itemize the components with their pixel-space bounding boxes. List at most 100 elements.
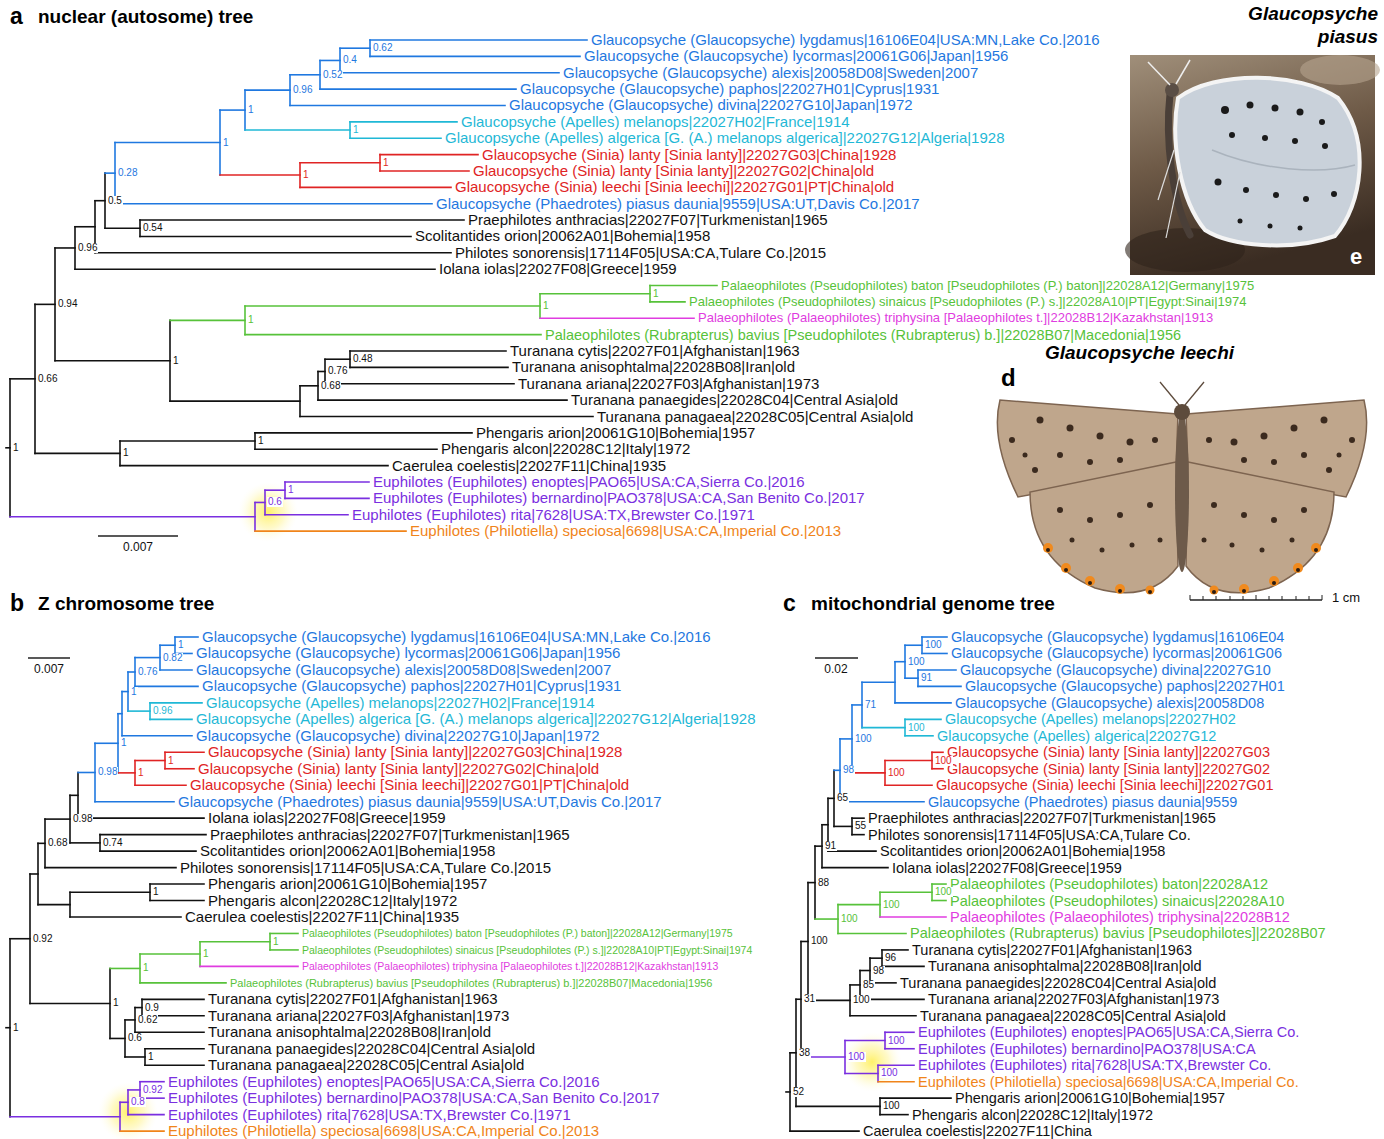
- tree-branch: [860, 970, 870, 972]
- support-value: 98: [842, 765, 855, 775]
- support-value: 1: [172, 356, 180, 366]
- tree-branch: [807, 883, 809, 1001]
- taxon-label: Glaucopsyche (Glaucopsyche) paphos|22027…: [520, 80, 939, 97]
- tree-branch: [852, 817, 864, 819]
- butterfly-photo: [1238, 219, 1243, 224]
- taxon-label: Turanana panaegides|22028C04|Central Asi…: [900, 975, 1216, 992]
- support-value: 0.76: [327, 366, 348, 376]
- butterfly-specimen: [1009, 437, 1015, 443]
- support-value: 100: [887, 768, 906, 778]
- tree-branch: [120, 440, 255, 442]
- tree-branch: [349, 122, 351, 138]
- taxon-label: Palaeophilotes (Rubrapterus) bavius [Pse…: [230, 977, 713, 990]
- tree-branch: [815, 845, 822, 847]
- tree-branch: [299, 386, 301, 417]
- support-value: 100: [840, 914, 859, 924]
- tree-branch: [165, 768, 194, 770]
- taxon-label: Glaucopsyche (Sinia) leechi [Sinia leech…: [190, 777, 629, 794]
- tree-branch: [285, 481, 369, 483]
- scale-value: 0.007: [34, 663, 64, 677]
- taxon-label: Palaeophilotes (Rubrapterus) bavius [Pse…: [545, 326, 1181, 343]
- tree-branch: [264, 490, 266, 515]
- tree-branch: [370, 39, 587, 41]
- panel-letter: d: [1001, 364, 1016, 392]
- taxon-label: Glaucopsyche (Glaucopsyche) divina|22027…: [960, 662, 1271, 679]
- tree-branch: [118, 772, 135, 774]
- tree-branch: [149, 703, 151, 719]
- tree-branch: [878, 1064, 914, 1066]
- butterfly-specimen: [1118, 589, 1122, 593]
- tree-branch: [127, 1090, 129, 1115]
- tree-branch: [380, 154, 478, 156]
- tree-branch: [880, 1114, 908, 1116]
- support-value: 1: [177, 640, 185, 650]
- support-value: 0.48: [352, 354, 373, 364]
- scale-value: 1 cm: [1332, 591, 1360, 606]
- tree-branch: [134, 761, 136, 786]
- support-value: 0.8: [130, 1097, 146, 1107]
- tree-branch: [285, 498, 369, 500]
- butterfly-specimen: [1067, 425, 1074, 432]
- panel-title: mitochondrial genome tree: [811, 593, 1055, 615]
- tree-branch: [255, 432, 472, 434]
- tree-branch: [369, 40, 371, 56]
- tree-branch: [9, 379, 11, 517]
- support-value: 31: [803, 994, 816, 1004]
- tree-branch: [370, 56, 580, 58]
- butterfly-specimen: [1087, 517, 1093, 523]
- support-value: 100: [880, 1068, 899, 1078]
- tree-branch: [340, 72, 559, 74]
- taxon-label: Euphilotes (Euphilotes) bernardino|PAO37…: [168, 1090, 660, 1107]
- butterfly-specimen: [1174, 404, 1190, 420]
- taxon-label: Turanana panaegides|22028C04|Central Asi…: [571, 392, 898, 409]
- butterfly-specimen: [1185, 382, 1204, 405]
- tree-branch: [840, 801, 924, 803]
- taxon-label: Turanana ariana|22027F03|Afghanistan|197…: [208, 1007, 509, 1024]
- support-value: 85: [862, 980, 875, 990]
- tree-branch: [918, 686, 961, 688]
- tree-branch: [862, 681, 895, 683]
- tree-branch: [10, 938, 30, 940]
- butterfly-photo: [1221, 106, 1229, 114]
- tree-branch: [862, 727, 905, 729]
- tree-branch: [300, 416, 593, 418]
- tree-branch: [139, 1082, 141, 1098]
- taxon-label: Turanana panagaea|22028C05|Central Asia|…: [597, 408, 913, 425]
- tree-branch: [34, 304, 36, 453]
- butterfly-specimen: [1057, 452, 1063, 458]
- support-value: 0.92: [32, 934, 53, 944]
- butterfly-specimen: [1100, 548, 1105, 553]
- tree-branch: [822, 867, 888, 869]
- tree-branch: [878, 1081, 914, 1083]
- taxon-label: Praephilotes anthracias|22027F07|Turkmen…: [868, 810, 1216, 827]
- tree-branch: [379, 155, 381, 171]
- tree-branch: [880, 916, 946, 918]
- tree-branch: [35, 304, 55, 306]
- tree-branch: [245, 305, 540, 307]
- tree-branch: [870, 957, 882, 959]
- taxon-label: Palaeophilotes (Palaeophilotes) triphysi…: [698, 311, 1213, 326]
- support-value: 0.66: [37, 374, 58, 384]
- tree-branch: [833, 770, 835, 826]
- tree-branch: [932, 751, 943, 753]
- tree-branch: [140, 219, 464, 221]
- butterfly-specimen: [997, 382, 1366, 595]
- taxon-label: Palaeophilotes (Pseudophilotes) baton [P…: [302, 927, 733, 939]
- tree-branch: [135, 657, 160, 659]
- tree-branch: [837, 905, 839, 934]
- tree-branch: [905, 644, 922, 646]
- tree-branch: [789, 1053, 791, 1131]
- tree-branch: [128, 671, 135, 673]
- taxon-label: Phengaris arion|20061G10|Bohemia|1957: [208, 875, 487, 892]
- tree-branch: [119, 1102, 121, 1131]
- tree-branch: [128, 1114, 164, 1116]
- taxon-label: Euphilotes (Euphilotes) rita|7628|USA:TX…: [168, 1106, 571, 1123]
- support-value: 0.52: [322, 70, 343, 80]
- panel-letter: c: [783, 590, 796, 616]
- tree-branch: [128, 710, 150, 712]
- taxon-label: Euphilotes (Euphilotes) rita|7628|USA:TX…: [352, 506, 755, 523]
- tree-branch: [99, 835, 101, 851]
- taxon-label: Euphilotes (Euphilotes) rita|7628|USA:TX…: [918, 1057, 1271, 1074]
- support-value: 1: [257, 436, 265, 446]
